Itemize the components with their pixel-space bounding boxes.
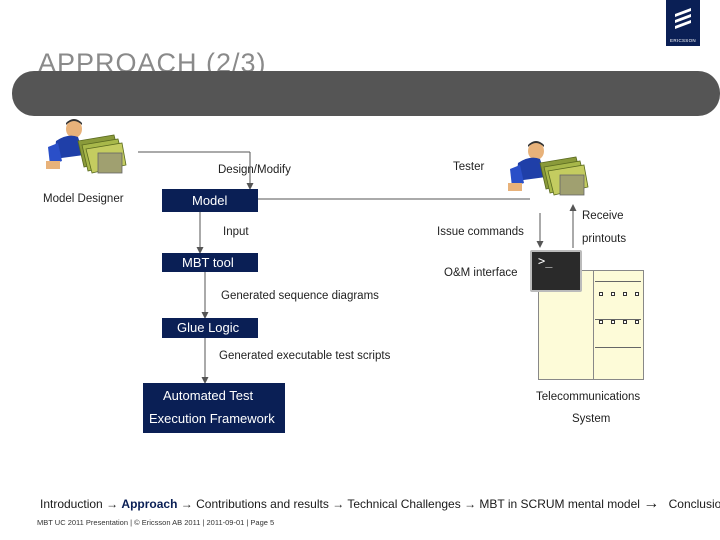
- mbt-tool-box-label: MBT tool: [182, 255, 234, 270]
- logo-text: ERICSSON: [670, 38, 696, 43]
- printouts-label: printouts: [582, 233, 627, 245]
- nav-arrow: →: [643, 495, 660, 512]
- framework-line-1: Automated Test: [163, 388, 254, 403]
- nav-approach[interactable]: Approach: [121, 497, 178, 511]
- nav-arrow: →: [332, 497, 345, 511]
- terminal-prompt: >_: [538, 254, 553, 268]
- system-port: [611, 292, 615, 296]
- person-at-desk-icon: [508, 141, 589, 196]
- nav-conclusion[interactable]: Conclusion: [668, 497, 720, 511]
- tester-label: Tester: [453, 161, 485, 173]
- glue-logic-box: Glue Logic: [162, 318, 258, 338]
- system-port: [623, 292, 627, 296]
- om-interface-label: O&M interface: [444, 267, 518, 279]
- model-designer-label: Model Designer: [43, 193, 124, 205]
- system-rack-line: [595, 281, 641, 282]
- telecom-line-2: System: [572, 413, 611, 425]
- nav-technical-challenges[interactable]: Technical Challenges: [347, 497, 461, 511]
- terminal-icon: >_: [530, 250, 582, 292]
- system-port: [635, 320, 639, 324]
- system-rack-line: [595, 319, 641, 320]
- title-bar: [12, 71, 720, 116]
- system-port: [599, 320, 603, 324]
- model-box-label: Model: [192, 193, 228, 208]
- person-at-desk-icon: [46, 119, 127, 174]
- footer-copyright: MBT UC 2011 Presentation | © Ericsson AB…: [37, 518, 275, 527]
- framework-line-2: Execution Framework: [149, 411, 275, 426]
- ericsson-logo: ERICSSON: [666, 0, 700, 46]
- ericsson-logo-icon: [675, 8, 691, 29]
- generated-scripts-label: Generated executable test scripts: [219, 350, 391, 362]
- input-label: Input: [223, 226, 249, 238]
- nav-arrow: →: [106, 497, 119, 511]
- model-box: Model: [162, 189, 258, 212]
- nav-mbt-scrum[interactable]: MBT in SCRUM mental model: [479, 497, 640, 511]
- nav-arrow: →: [464, 497, 477, 511]
- mbt-tool-box: MBT tool: [162, 253, 258, 272]
- nav-arrow: →: [180, 497, 193, 511]
- footer-navigation: Introduction → Approach → Contributions …: [40, 495, 720, 513]
- receive-label: Receive: [582, 210, 624, 222]
- system-port: [623, 320, 627, 324]
- nav-contributions[interactable]: Contributions and results: [196, 497, 329, 511]
- system-divider: [593, 271, 594, 379]
- system-port: [611, 320, 615, 324]
- system-port: [599, 292, 603, 296]
- issue-commands-label: Issue commands: [437, 226, 524, 238]
- system-port: [635, 292, 639, 296]
- generated-sequence-label: Generated sequence diagrams: [221, 290, 379, 302]
- automated-test-framework-box: Automated Test Execution Framework: [143, 383, 285, 433]
- glue-logic-box-label: Glue Logic: [177, 320, 240, 335]
- nav-introduction[interactable]: Introduction: [40, 497, 103, 511]
- telecom-line-1: Telecommunications: [536, 391, 641, 403]
- system-rack-line: [595, 347, 641, 348]
- design-modify-label: Design/Modify: [218, 164, 291, 176]
